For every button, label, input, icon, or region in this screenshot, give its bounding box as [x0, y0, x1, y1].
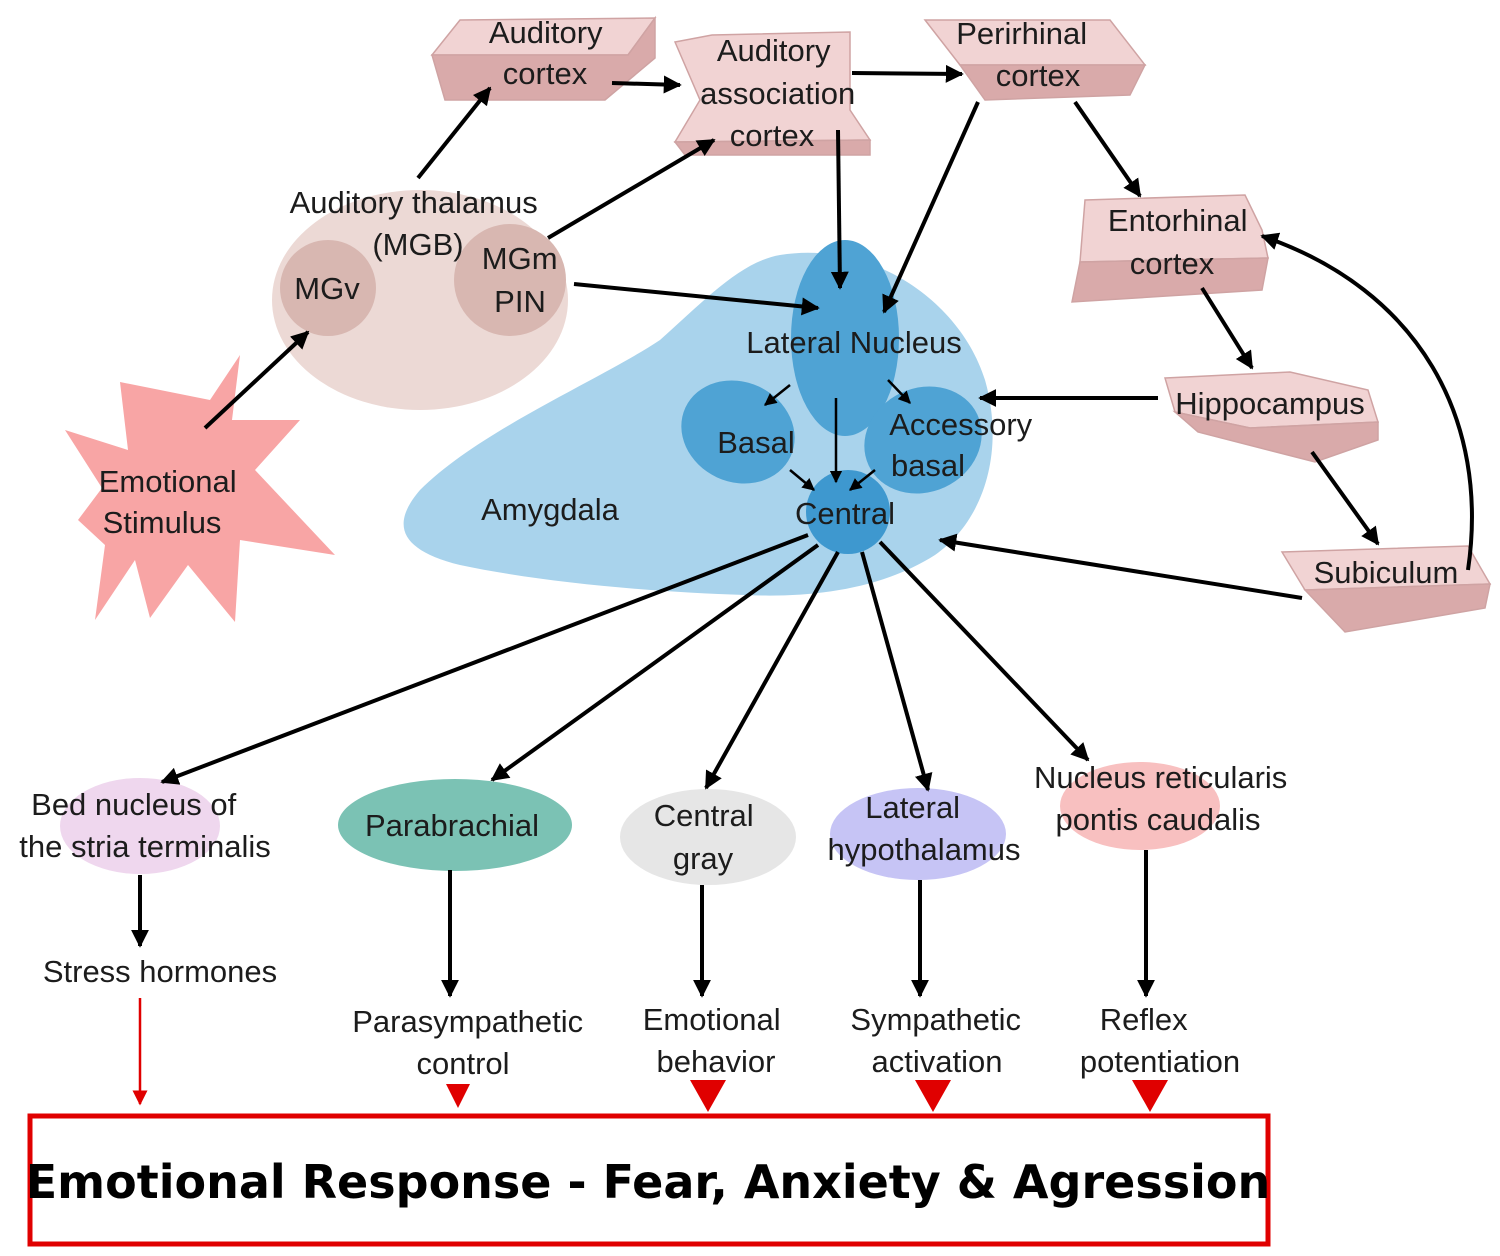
auditory-cortex-panel	[430, 15, 657, 101]
arrow-perirhinal-to-entorhinal	[1073, 100, 1142, 198]
accessory-basal-ellipse	[864, 386, 982, 494]
label-sympathetic-activation: Sympathetic activation	[850, 1002, 1029, 1079]
arrow-lateral-to-basal	[764, 384, 791, 406]
label-parabrachial: Parabrachial	[365, 808, 539, 843]
mgv-circle	[280, 240, 376, 336]
red-arrowhead-behavior	[690, 1080, 726, 1112]
label-accessory-basal: Accessory basal	[889, 407, 1041, 483]
label-entorhinal-cortex: Entorhinal cortex	[1108, 203, 1256, 281]
arrow-association-to-perirhinal	[851, 64, 964, 83]
central-circle	[806, 470, 890, 554]
label-lateral-nucleus: Lateral Nucleus	[746, 325, 961, 360]
perirhinal-cortex-panel	[923, 19, 1147, 101]
label-hippocampus: Hippocampus	[1175, 386, 1365, 421]
arrow-central-to-bed-nucleus	[160, 533, 809, 785]
hippocampus-panel	[1164, 371, 1380, 463]
label-nucleus-reticularis: Nucleus reticularis pontis caudalis	[1034, 760, 1296, 837]
arrow-central-to-central-gray	[704, 551, 840, 790]
label-lateral-hypothalamus: Lateral hypothalamus	[827, 790, 1020, 867]
arrow-subiculum-to-amygdala	[938, 533, 1303, 600]
red-arrowhead-sympathetic	[915, 1080, 951, 1112]
response-label: Emotional Response - Fear, Anxiety & Agr…	[26, 1155, 1270, 1209]
central-gray-ellipse	[620, 789, 796, 885]
nucleus-reticularis-ellipse	[1060, 762, 1220, 850]
label-bed-nucleus: Bed nucleus of the stria terminalis	[19, 787, 271, 864]
lateral-hypothalamus-ellipse	[830, 788, 1006, 880]
arrow-mgm-to-lateral-nucleus	[573, 282, 820, 316]
label-basal: Basal	[717, 425, 795, 460]
arrow-stimulus-to-thalamus	[203, 330, 310, 430]
label-perirhinal-cortex: Perirhinal cortex	[956, 16, 1096, 93]
arrow-association-to-lateral-nucleus	[830, 129, 849, 290]
label-mgv: MGv	[294, 271, 360, 306]
arrow-perirhinal-to-lateral-nucleus	[882, 101, 980, 314]
label-amygdala: Amygdala	[481, 492, 620, 527]
arrow-lateral-to-accessory	[887, 379, 911, 404]
label-auditory-association-cortex: Auditory association cortex	[700, 33, 864, 153]
red-arrowhead-parasympathetic	[446, 1084, 470, 1108]
label-subiculum: Subiculum	[1314, 555, 1459, 590]
arrow-central-to-parabrachial	[490, 543, 820, 782]
arrow-central-to-nucleus-reticularis	[878, 540, 1090, 762]
label-parasympathetic-control: Parasympathetic control	[352, 1004, 592, 1081]
arrow-hippocampus-to-subiculum	[1310, 450, 1380, 546]
arrow-central-to-lateral-hypothalamus	[860, 551, 933, 792]
lateral-nucleus-ellipse	[791, 240, 899, 436]
bed-nucleus-ellipse	[60, 778, 220, 874]
label-central: Central	[795, 496, 895, 531]
arrow-basal-to-central	[789, 469, 815, 491]
subiculum-panel	[1280, 545, 1492, 633]
basal-ellipse	[681, 380, 795, 484]
red-arrowhead-reflex	[1132, 1080, 1168, 1112]
arrow-entorhinal-to-hippocampus	[1200, 286, 1254, 370]
arrow-mgm-to-association	[546, 138, 716, 240]
arrow-auditory-cortex-to-association	[611, 75, 682, 94]
entorhinal-cortex-panel	[1071, 194, 1269, 303]
parabrachial-ellipse	[338, 779, 572, 871]
label-emotional-stimulus: Emotional Stimulus	[99, 464, 245, 540]
label-auditory-cortex: Auditory cortex	[489, 15, 611, 91]
auditory-association-cortex-panel	[673, 31, 872, 156]
arrow-subiculum-to-entorhinal	[1260, 232, 1474, 571]
label-emotional-behavior: Emotional behavior	[643, 1002, 789, 1079]
label-central-gray: Central gray	[654, 798, 763, 876]
label-stress-hormones: Stress hormones	[43, 954, 277, 989]
label-auditory-thalamus: Auditory thalamus (MGB)	[290, 185, 547, 262]
emotional-stimulus-starburst	[65, 355, 335, 622]
label-mgm-pin: MGm PIN	[482, 241, 566, 319]
arrow-accessory-to-central	[849, 469, 876, 491]
label-reflex-potentiation: Reflex potentiation	[1080, 1002, 1240, 1079]
arrow-thalamus-to-auditory-cortex	[416, 86, 492, 180]
response-box	[27, 1113, 1271, 1247]
mgm-pin-circle	[454, 224, 566, 336]
